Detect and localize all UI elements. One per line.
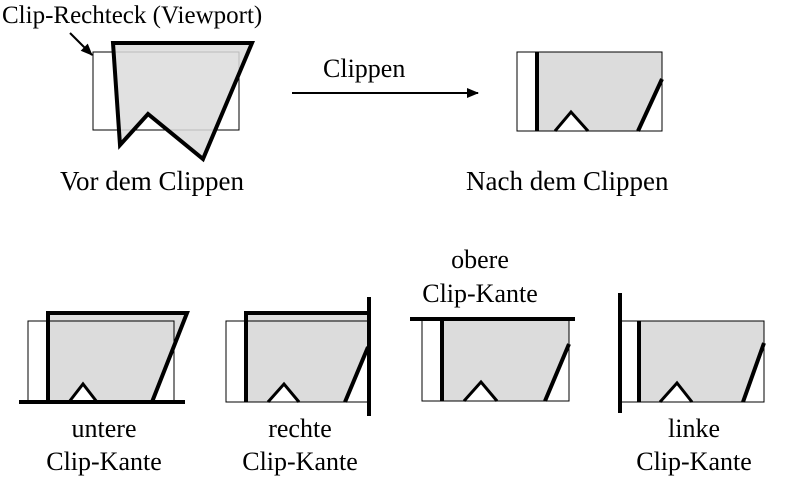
after-caption: Nach dem Clippen [466,166,669,196]
step2-label-line2: Clip-Kante [242,447,358,476]
step3-label-line1: obere [451,245,509,274]
step3-slant-edge [543,343,571,402]
clipped-edge-right [636,78,664,132]
clip-rect-pointer-arrow [69,32,93,56]
polygon-unclipped [110,41,256,163]
step-top-edge: obere Clip-Kante [410,245,575,403]
step-right-edge: rechte Clip-Kante [225,297,371,476]
step3-notch [462,379,499,403]
step1-polygon-fill [48,313,187,402]
step3-polygon-fill [442,320,569,401]
clip-rectangle-after [516,51,663,132]
clip-rect-label: Clip-Rechteck (Viewport) [2,2,262,29]
arrow-label: Clippen [323,54,405,83]
step-left-edge: linke Clip-Kante [618,293,766,476]
step2-polygon-fill [246,313,368,402]
clip-operation-arrow: Clippen [292,54,479,98]
after-clipping-figure: Nach dem Clippen [466,51,669,196]
step1-polygon-edges [46,311,190,403]
step1-label-line1: untere [72,414,137,443]
before-caption: Vor dem Clippen [60,166,244,196]
step2-slant-edge [343,346,370,403]
step4-polygon-fill [639,321,764,402]
step2-label-line1: rechte [268,414,332,443]
before-clipping-figure: Clip-Rechteck (Viewport) Vor dem Clippen [2,2,262,196]
clipped-edge-notch [553,109,590,133]
step2-notch [266,381,301,403]
step4-slant-edge [741,342,766,403]
step1-label-line2: Clip-Kante [46,447,162,476]
step1-notch [67,381,99,403]
clipped-polygon-fill [537,52,662,131]
step4-label-line1: linke [668,414,720,443]
step-bottom-edge: untere Clip-Kante [19,311,190,476]
step2-polygon-edges [244,311,368,402]
step4-notch [658,380,694,404]
step4-label-line2: Clip-Kante [636,447,752,476]
step3-label-line2: Clip-Kante [422,279,538,308]
